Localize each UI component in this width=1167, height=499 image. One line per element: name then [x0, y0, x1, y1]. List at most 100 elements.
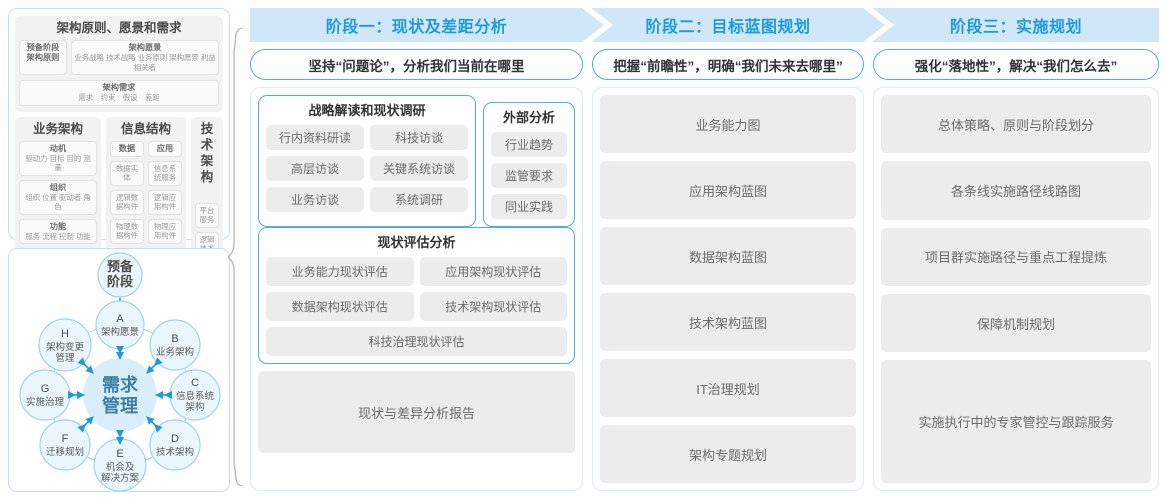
chip-tech-arch-blueprint[interactable]: 技术架构蓝图 [600, 293, 856, 351]
data-subcolumn: 数据 数据实体 逻辑数据构件 物理数据构件 [110, 140, 144, 244]
chip-key-system-interview[interactable]: 关键系统访谈 [370, 156, 468, 181]
phase-3-title: 阶段三：实施规划 [949, 19, 1082, 36]
prep-stage-line1: 预备阶段 [26, 43, 60, 52]
requirements-title: 架构需求 [102, 83, 136, 92]
chip-tech-interview[interactable]: 科技访谈 [370, 125, 468, 150]
phase-1-subtitle: 坚持“问题论”，分析我们当前在哪里 [250, 49, 583, 80]
chip-business-capability-assessment[interactable]: 业务能力现状评估 [266, 257, 414, 286]
current-state-assessment-title: 现状评估分析 [377, 235, 456, 250]
chip-regulatory-requirements[interactable]: 监管要求 [491, 163, 567, 188]
chip-line-roadmap[interactable]: 各条线实施路径线路图 [881, 161, 1151, 220]
adm-node-b [149, 319, 201, 371]
chip-data-arch-assessment[interactable]: 数据架构现状评估 [266, 292, 414, 321]
adm-center-circle [83, 358, 157, 432]
external-analysis-card: 外部分析 行业趋势 监管要求 同业实践 [483, 102, 575, 227]
svg-text:E: E [116, 448, 123, 460]
svg-text:F: F [62, 433, 69, 445]
svg-text:信息系统: 信息系统 [176, 390, 215, 402]
architecture-requirements-cell: 架构需求 需求 约束 假设 差距 [19, 80, 219, 106]
svg-text:D: D [171, 433, 179, 445]
chip-industry-trend[interactable]: 行业趋势 [491, 132, 567, 157]
vision-items: 业务战略 技术战略 业务原则 架构愿景 利益相关者 [74, 53, 216, 72]
phase-3-column: 阶段三：实施规划 强化“落地性”，解决“我们怎么去” 总体策略、原则与阶段划分 … [873, 8, 1159, 491]
chip-exec-interview[interactable]: 高层访谈 [266, 156, 364, 181]
biz-block-organization: 组织 组织 位置 驱动者 角色 [19, 179, 97, 215]
svg-text:业务架构: 业务架构 [156, 346, 194, 358]
svg-text:阶段: 阶段 [107, 274, 133, 289]
chip-overall-strategy[interactable]: 总体策略、原则与阶段划分 [881, 95, 1151, 154]
current-state-assessment-card: 现状评估分析 业务能力现状评估 应用架构现状评估 数据架构现状评估 技术架构现状… [258, 227, 575, 364]
business-architecture-group: 业务架构 动机 驱动力 目标 目的 测量 组织 组织 位置 驱动者 角色 功能 [15, 116, 101, 311]
svg-text:机会及: 机会及 [106, 461, 135, 473]
svg-text:H: H [61, 328, 69, 340]
chip-internal-docs[interactable]: 行内资料研读 [266, 125, 364, 150]
adm-node-a [95, 300, 145, 350]
svg-text:技术架构: 技术架构 [156, 446, 194, 458]
technology-architecture-title: 技术架构 [200, 121, 214, 184]
business-architecture-title: 业务架构 [32, 121, 83, 136]
svg-text:预备: 预备 [107, 259, 134, 274]
svg-text:C: C [191, 377, 199, 389]
phase-2-subtitle: 把握“前瞻性”，明确“我们未来去哪里” [592, 49, 864, 80]
information-structure-title: 信息结构 [120, 121, 171, 136]
adm-node-d [149, 419, 201, 471]
svg-text:解决方案: 解决方案 [101, 472, 140, 484]
chip-tech-arch-assessment[interactable]: 技术架构现状评估 [419, 292, 567, 321]
chip-application-arch-assessment[interactable]: 应用架构现状评估 [419, 257, 567, 286]
togaf-title: 架构原则、愿景和需求 [56, 21, 182, 35]
chip-system-survey[interactable]: 系统调研 [370, 187, 468, 212]
phase-3-subtitle: 强化“落地性”，解决“我们怎么去” [873, 49, 1159, 80]
phase-3-body: 总体策略、原则与阶段划分 各条线实施路径线路图 项目群实施路径与重点工程提炼 保… [873, 87, 1159, 491]
togaf-framework-card: 架构原则、愿景和需求 预备阶段 架构原则 架构愿景 业务战略 技术战略 业务原则… [8, 8, 230, 367]
requirements-items: 需求 约束 假设 差距 [78, 93, 160, 102]
architecture-vision-cell: 架构愿景 业务战略 技术战略 业务原则 架构愿景 利益相关者 [71, 40, 219, 75]
chip-expert-tracking-service[interactable]: 实施执行中的专家管控与跟踪服务 [881, 360, 1151, 483]
phase-2-title: 阶段二：目标蓝图规划 [645, 19, 811, 36]
chip-gap-analysis-report[interactable]: 现状与差异分析报告 [258, 371, 575, 453]
togaf-reference-panel: 架构原则、愿景和需求 预备阶段 架构原则 架构愿景 业务战略 技术战略 业务原则… [8, 8, 230, 492]
strategy-survey-title: 战略解读和现状调研 [308, 103, 426, 118]
chip-safeguard-plan[interactable]: 保障机制规划 [881, 294, 1151, 353]
chip-it-governance-assessment[interactable]: 科技治理现状评估 [266, 327, 567, 356]
svg-text:管理: 管理 [102, 395, 138, 416]
chip-arch-topic-plan[interactable]: 架构专题规划 [600, 425, 856, 483]
phase-1-band: 阶段一：现状及差距分析 [250, 8, 604, 42]
svg-text:迁移规划: 迁移规划 [46, 446, 84, 458]
phase-2-body: 业务能力图 应用架构蓝图 数据架构蓝图 技术架构蓝图 IT治理规划 架构专题规划 [592, 87, 864, 491]
connector-bracket [228, 27, 243, 487]
phase-1-report-wrap: 现状与差异分析报告 [258, 371, 575, 453]
chip-data-arch-blueprint[interactable]: 数据架构蓝图 [600, 227, 856, 285]
strategy-survey-card: 战略解读和现状调研 行内资料研读 科技访谈 高层访谈 关键系统访谈 业务访谈 系… [258, 95, 476, 227]
chip-business-capability-map[interactable]: 业务能力图 [600, 95, 856, 153]
svg-text:B: B [171, 333, 178, 345]
svg-text:架构: 架构 [185, 401, 204, 413]
chip-peer-practice[interactable]: 同业实践 [491, 194, 567, 219]
prep-stage-cell: 预备阶段 架构原则 [19, 40, 67, 75]
svg-text:G: G [41, 383, 50, 395]
svg-text:需求: 需求 [102, 374, 139, 395]
prep-stage-line2: 架构原则 [26, 53, 60, 62]
biz-block-motivation: 动机 驱动力 目标 目的 测量 [19, 140, 97, 176]
vision-title: 架构愿景 [128, 43, 162, 52]
chip-it-governance-plan[interactable]: IT治理规划 [600, 359, 856, 417]
chip-program-roadmap[interactable]: 项目群实施路径与重点工程提炼 [881, 227, 1151, 287]
chip-application-arch-blueprint[interactable]: 应用架构蓝图 [600, 161, 856, 219]
phase-1-column: 阶段一：现状及差距分析 坚持“问题论”，分析我们当前在哪里 战略解读和现状调研 … [250, 8, 604, 491]
svg-text:架构愿景: 架构愿景 [101, 326, 139, 338]
biz-block-function: 功能 服务 流程 控制 功能 [19, 218, 97, 244]
svg-text:管理: 管理 [55, 352, 75, 364]
chip-business-interview[interactable]: 业务访谈 [266, 187, 364, 212]
adm-node-g [19, 369, 71, 421]
external-analysis-title: 外部分析 [502, 110, 555, 125]
phase-2-band: 阶段二：目标蓝图规划 [592, 8, 885, 42]
phase-3-band: 阶段三：实施规划 [873, 8, 1159, 42]
phase-2-column: 阶段二：目标蓝图规划 把握“前瞻性”，明确“我们未来去哪里” 业务能力图 应用架… [592, 8, 885, 491]
svg-text:架构变更: 架构变更 [46, 341, 85, 353]
architecture-principles-group: 架构原则、愿景和需求 预备阶段 架构原则 架构愿景 业务战略 技术战略 业务原则… [15, 16, 223, 112]
adm-node-prep [97, 252, 143, 298]
phase-1-title: 阶段一：现状及差距分析 [325, 19, 508, 36]
svg-text:A: A [116, 313, 124, 325]
adm-cycle-diagram: 预备 阶段 需求 管理 A 架构愿景 B 业务架构 C [19, 252, 221, 492]
phase-1-body: 战略解读和现状调研 行内资料研读 科技访谈 高层访谈 关键系统访谈 业务访谈 系… [250, 87, 583, 491]
adm-cycle-card: 预备 阶段 需求 管理 A 架构愿景 B 业务架构 C [8, 248, 230, 492]
